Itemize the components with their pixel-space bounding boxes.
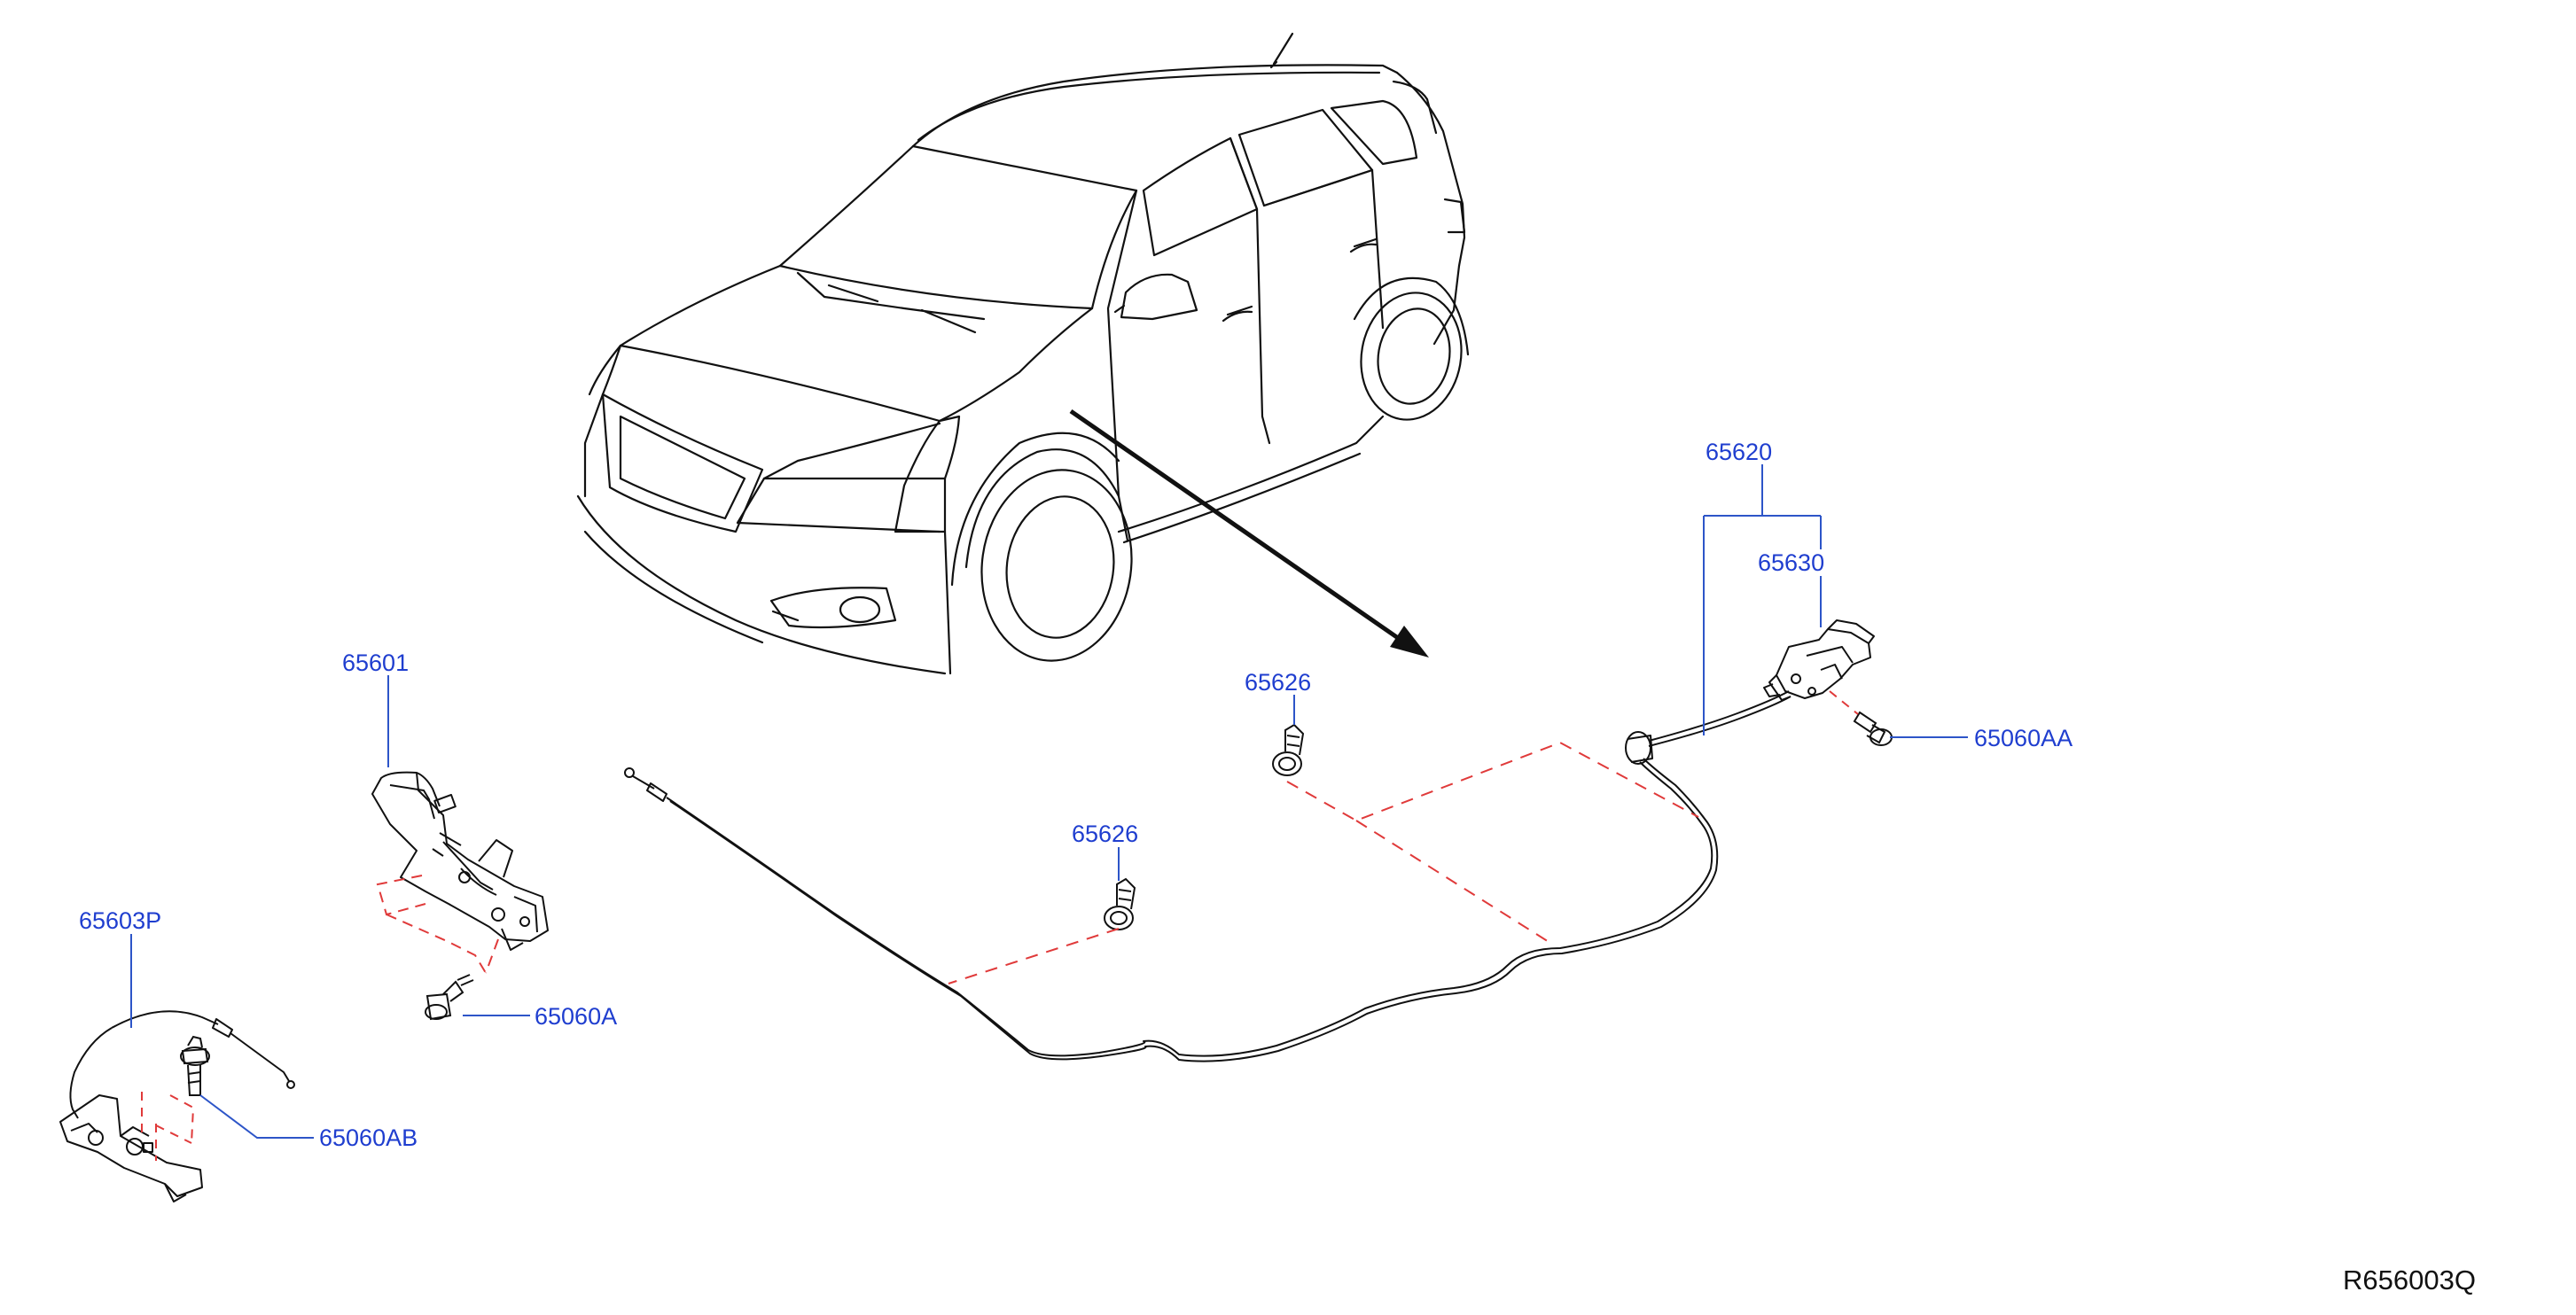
bolt-65060aa [1853,711,1893,746]
hood-lock-handle-part [1763,619,1875,701]
part-label-65060a[interactable]: 65060A [535,1003,618,1030]
hood-lock-dashed-guides [376,875,499,974]
part-label-65626-lower[interactable]: 65626 [1072,821,1139,847]
part-label-65060ab[interactable]: 65060AB [319,1124,418,1151]
part-label-65626-upper[interactable]: 65626 [1245,669,1312,696]
clip-65626-upper [1272,723,1305,776]
part-label-65060aa[interactable]: 65060AA [1974,725,2073,751]
direction-arrow [1069,409,1429,658]
lower-cable-dashed-guides [141,1092,195,1161]
diagram-code: R656003Q [2343,1264,2476,1296]
handle-dashed-guides [1829,690,1859,715]
bolt-65060ab [180,1035,210,1096]
part-label-65630[interactable]: 65630 [1758,549,1825,576]
part-label-65620[interactable]: 65620 [1706,439,1773,465]
bolt-65060a [425,974,474,1021]
hood-lock-part [371,771,549,951]
cable-routing-dashed-guides [948,741,1699,984]
clip-65626-lower [1104,877,1136,930]
vehicle-illustration [576,32,1470,675]
part-label-65601[interactable]: 65601 [342,650,410,676]
part-label-65603p[interactable]: 65603P [79,907,162,934]
lower-cable-part [59,1010,295,1202]
main-cable [624,690,1791,1062]
leader-lines [130,464,1968,1139]
